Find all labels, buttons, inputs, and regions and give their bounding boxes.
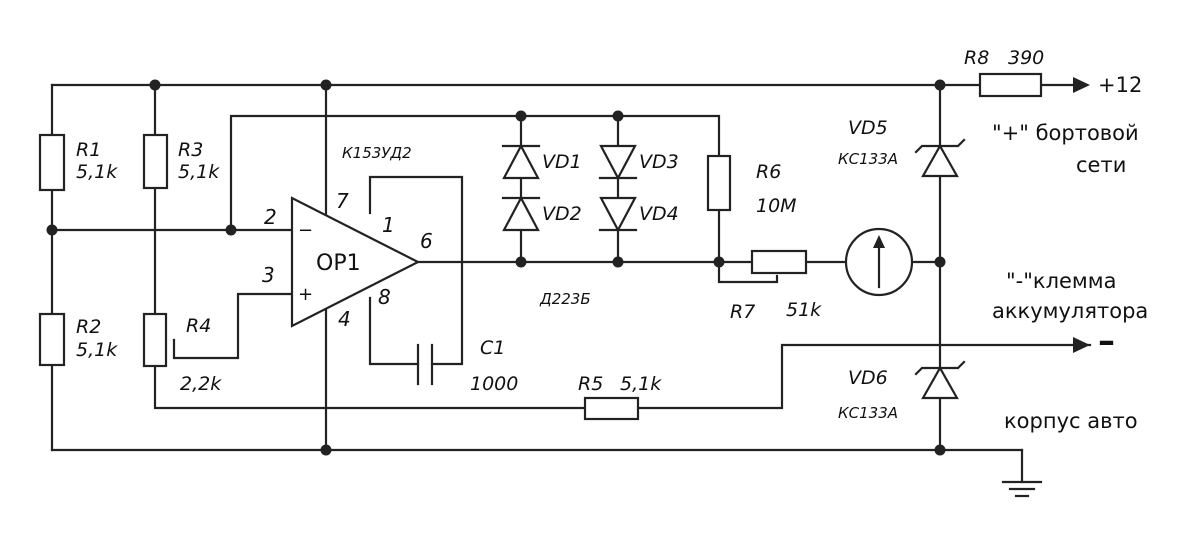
chassis-label: корпус авто <box>1004 409 1138 433</box>
vd3-name: VD3 <box>639 151 679 173</box>
vd1-name: VD1 <box>542 151 582 173</box>
r1-value: 5,1k <box>76 161 118 183</box>
resistor-r7 <box>750 249 808 275</box>
pin-3: 3 <box>262 263 275 287</box>
r6-name: R6 <box>756 161 781 183</box>
opamp-op1 <box>290 196 421 328</box>
r7-value: 51k <box>786 299 822 321</box>
plus12-label: +12 <box>1098 73 1142 97</box>
pin-7: 7 <box>336 189 349 213</box>
r5-value: 5,1k <box>620 373 662 395</box>
r5-name: R5 <box>578 373 603 395</box>
meter-needle-icon <box>873 235 885 248</box>
r4-value: 2,2k <box>180 373 222 395</box>
r7-name: R7 <box>730 301 755 323</box>
pin-6: 6 <box>420 229 433 253</box>
onboard-label-line1: "+" бортовой <box>992 121 1139 145</box>
diode-vd2 <box>501 195 541 232</box>
terminal-labels: +12 "+" бортовой сети "-"клемма аккумуля… <box>992 73 1148 433</box>
zener-vd5 <box>914 138 966 178</box>
diode-vd1 <box>501 143 541 180</box>
r2-name: R2 <box>76 316 101 338</box>
resistor-r5 <box>583 396 640 421</box>
battery-label-line2: аккумулятора <box>992 299 1148 323</box>
vd6-name: VD6 <box>848 367 888 389</box>
r4-name: R4 <box>186 315 211 337</box>
resistor-r6 <box>706 154 732 212</box>
r1-name: R1 <box>76 139 101 161</box>
battery-arrow-icon <box>1073 337 1090 353</box>
r3-name: R3 <box>178 139 203 161</box>
r3-value: 5,1k <box>178 161 220 183</box>
opamp-minus-sign: − <box>298 220 313 241</box>
battery-label-line1: "-"клемма <box>1006 269 1116 293</box>
zener-vd6 <box>914 360 966 400</box>
c1-value: 1000 <box>470 373 518 395</box>
opamp-plus-sign: + <box>298 284 313 305</box>
opamp-type: К153УД2 <box>342 144 412 162</box>
pin-1: 1 <box>382 213 395 237</box>
vd4-name: VD4 <box>639 203 679 225</box>
vd6-type: КС133А <box>838 404 898 422</box>
resistor-r2 <box>38 312 66 367</box>
vd5-type: КС133А <box>838 150 898 168</box>
wires <box>50 77 1092 484</box>
r8-value: 390 <box>1008 47 1044 69</box>
diode-vd4 <box>598 196 638 233</box>
meter <box>844 227 914 297</box>
r6-value: 10M <box>756 195 797 217</box>
ground-icon <box>1001 480 1043 498</box>
battery-minus-sign: – <box>1098 321 1115 361</box>
diode-vd3 <box>598 144 638 181</box>
resistor-r1 <box>38 133 66 192</box>
vd5-name: VD5 <box>848 117 888 139</box>
onboard-label-line2: сети <box>1076 153 1126 177</box>
opamp-name: OP1 <box>316 251 361 276</box>
capacitor-c1 <box>416 343 434 386</box>
r2-value: 5,1k <box>76 339 118 361</box>
resistor-r8 <box>978 72 1043 98</box>
component-labels: R1 5,1k R2 5,1k R3 5,1k R4 2,2k R5 5,1k … <box>76 47 1044 422</box>
pin-4: 4 <box>338 307 351 331</box>
junctions <box>46 79 946 456</box>
r8-name: R8 <box>964 47 989 69</box>
resistor-r4 <box>142 312 168 368</box>
resistor-r3 <box>142 133 169 190</box>
vd2-name: VD2 <box>542 203 582 225</box>
plus12-arrow-icon <box>1073 77 1090 93</box>
c1-name: C1 <box>480 337 505 359</box>
diode-type: Д223Б <box>539 290 591 308</box>
pin-2: 2 <box>264 205 277 229</box>
pin-8: 8 <box>378 285 391 309</box>
